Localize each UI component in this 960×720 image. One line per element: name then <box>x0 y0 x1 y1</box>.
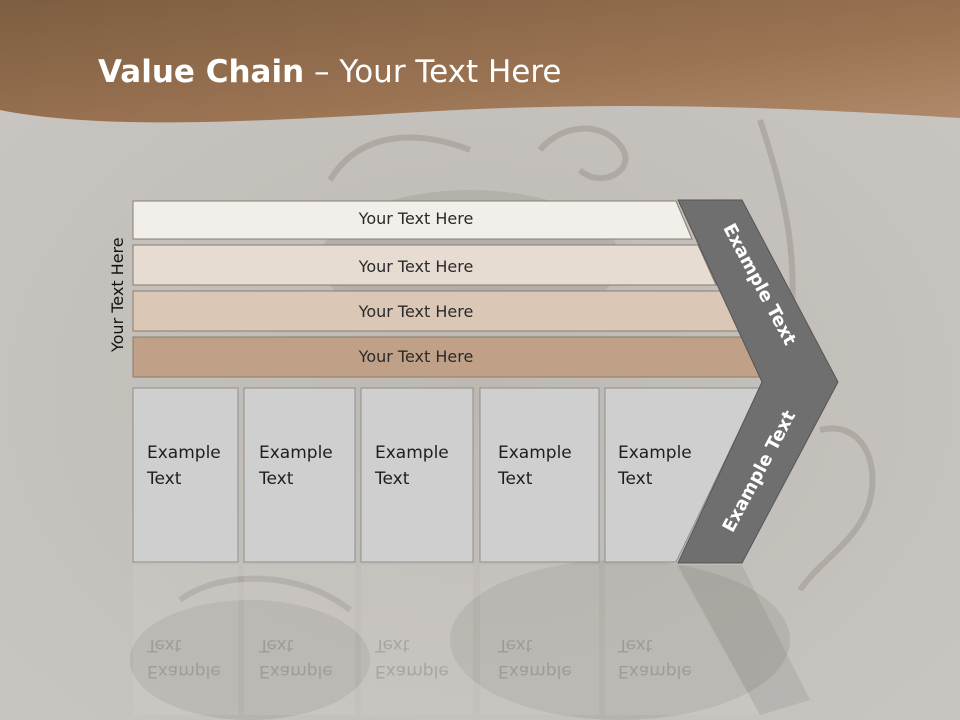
box-label-2: Example Text <box>259 443 333 489</box>
box-label-3: Example Text <box>375 443 449 489</box>
box-label-reflection-3: Example Text <box>375 635 449 681</box>
box-label-reflection-5: Example Text <box>618 635 692 681</box>
row-label-4: Your Text Here <box>358 347 474 366</box>
box-label-reflection-4: Example Text <box>498 635 572 681</box>
box-shape-5 <box>604 387 761 563</box>
box-label-5: Example Text <box>618 443 692 489</box>
chevron-arrow <box>677 199 839 564</box>
row-label-2: Your Text Here <box>358 257 474 276</box>
box-shape-4 <box>479 387 600 563</box>
box-label-4: Example Text <box>498 443 572 489</box>
vertical-label: Your Text Here <box>108 237 127 352</box>
page-title: Value Chain – Your Text Here <box>98 54 561 90</box>
row-shape-2 <box>132 244 717 286</box>
row-label-1: Your Text Here <box>358 209 474 228</box>
row-shape-1 <box>132 200 693 240</box>
box-label-reflection-1: Example Text <box>147 635 221 681</box>
title-rest: – Your Text Here <box>304 54 562 90</box>
title-bold: Value Chain <box>98 54 305 90</box>
row-label-3: Your Text Here <box>358 302 474 321</box>
box-shape-2 <box>243 387 356 563</box>
header-banner <box>0 0 960 123</box>
box-label-reflection-2: Example Text <box>259 635 333 681</box>
box-shape-3 <box>360 387 474 563</box>
box-shape-1 <box>132 387 239 563</box>
box-label-1: Example Text <box>147 443 221 489</box>
reflection <box>133 565 810 715</box>
